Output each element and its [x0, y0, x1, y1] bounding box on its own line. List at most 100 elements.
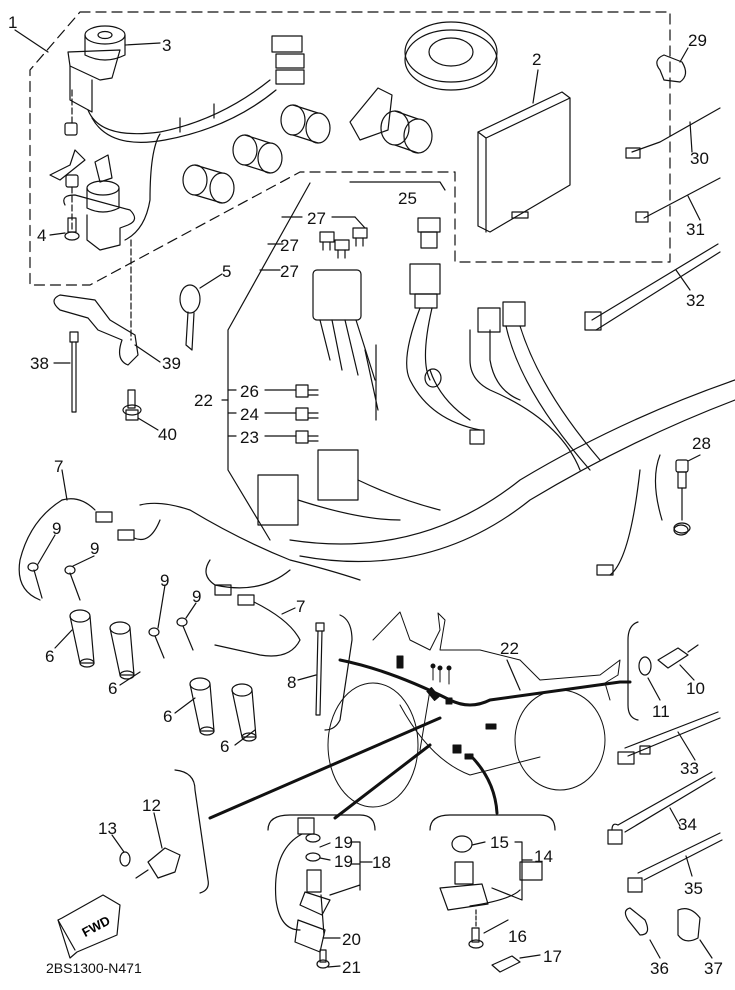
- callout-22a[interactable]: 22: [194, 391, 213, 410]
- lock-set-boundary: [29, 11, 671, 286]
- sensor-10-icon: [657, 644, 699, 669]
- leader-39: [134, 344, 161, 363]
- callout-4[interactable]: 4: [37, 226, 47, 245]
- callout-16[interactable]: 16: [508, 927, 527, 946]
- clamp-37-icon: [677, 908, 701, 942]
- callout-27a[interactable]: 27: [307, 209, 326, 228]
- leader-16: [483, 919, 509, 934]
- sensor-18-icon: [274, 817, 331, 936]
- callout-32[interactable]: 32: [686, 291, 705, 310]
- callout-18[interactable]: 18: [372, 853, 391, 872]
- band-33-icon: [617, 711, 721, 765]
- callout-27c[interactable]: 27: [280, 262, 299, 281]
- callout-21[interactable]: 21: [342, 958, 361, 977]
- band-30-icon: [625, 107, 721, 159]
- callout-22b[interactable]: 22: [500, 639, 519, 658]
- callout-39[interactable]: 39: [162, 354, 181, 373]
- callout-14[interactable]: 14: [534, 847, 553, 866]
- callout-25[interactable]: 25: [398, 189, 417, 208]
- callout-6c[interactable]: 6: [163, 707, 173, 726]
- bracket-39-icon: [53, 239, 139, 366]
- clamp-36-icon: [624, 907, 649, 936]
- fuse-block-boundary: [349, 181, 446, 191]
- leader-7b: [281, 607, 296, 615]
- fuse-26-icon: [295, 384, 319, 398]
- leader-21: [327, 965, 341, 968]
- key-icon: [179, 284, 201, 351]
- callout-15[interactable]: 15: [490, 833, 509, 852]
- callout-38[interactable]: 38: [30, 354, 49, 373]
- callout-8[interactable]: 8: [287, 673, 297, 692]
- fwd-label: FWD: [79, 913, 112, 940]
- inset-bracket-speed: [429, 814, 556, 831]
- seat-lock-icon: [349, 87, 433, 154]
- drawing-code: 2BS1300-N471: [46, 960, 142, 976]
- leader-30: [689, 121, 693, 153]
- leader-9b: [72, 555, 95, 567]
- band-35-icon: [627, 832, 723, 893]
- callout-9d[interactable]: 9: [192, 587, 202, 606]
- callout-7b[interactable]: 7: [296, 597, 306, 616]
- leader-10: [679, 664, 695, 681]
- fuse-cap-25-icon: [406, 217, 481, 431]
- callout-11[interactable]: 11: [652, 702, 670, 721]
- ecu-box-icon: [477, 91, 571, 233]
- motorcycle-outline-icon: [327, 611, 621, 808]
- callout-13[interactable]: 13: [98, 819, 117, 838]
- leader-35: [685, 855, 693, 877]
- leader-3: [124, 42, 161, 46]
- callout-3[interactable]: 3: [162, 36, 172, 55]
- band-31-icon: [635, 177, 721, 223]
- callout-23[interactable]: 23: [240, 428, 259, 447]
- callout-9b[interactable]: 9: [90, 539, 100, 558]
- callout-27b[interactable]: 27: [280, 236, 299, 255]
- callout-33[interactable]: 33: [680, 759, 699, 778]
- inset-bracket-left: [324, 614, 353, 731]
- callout-19b[interactable]: 19: [334, 852, 353, 871]
- callout-6d[interactable]: 6: [220, 737, 230, 756]
- callout-17[interactable]: 17: [543, 947, 562, 966]
- leader-29: [679, 47, 689, 63]
- callout-26[interactable]: 26: [240, 382, 259, 401]
- callout-9a[interactable]: 9: [52, 519, 62, 538]
- callout-6b[interactable]: 6: [108, 679, 118, 698]
- callout-40[interactable]: 40: [158, 425, 177, 444]
- band-38-icon: [69, 331, 79, 413]
- leader-7a: [61, 469, 68, 501]
- leader-9a: [37, 534, 56, 565]
- callout-6a[interactable]: 6: [45, 647, 55, 666]
- inset-bracket-gear: [267, 814, 376, 831]
- leader-6c: [174, 697, 196, 714]
- leader-32: [675, 269, 691, 291]
- callout-19a[interactable]: 19: [334, 833, 353, 852]
- leader-6a: [54, 629, 73, 649]
- callout-2[interactable]: 2: [532, 50, 542, 69]
- main-harness-icon: [289, 301, 735, 576]
- callout-30[interactable]: 30: [690, 149, 709, 168]
- callout-24[interactable]: 24: [240, 405, 259, 424]
- callout-35[interactable]: 35: [684, 879, 703, 898]
- bolt-9-icon: [27, 562, 194, 659]
- callout-36[interactable]: 36: [650, 959, 669, 978]
- callout-1[interactable]: 1: [8, 13, 18, 32]
- callout-31[interactable]: 31: [686, 220, 705, 239]
- callout-29[interactable]: 29: [688, 31, 707, 50]
- leader-2: [532, 69, 539, 104]
- callout-20[interactable]: 20: [342, 930, 361, 949]
- callout-9c[interactable]: 9: [160, 571, 170, 590]
- leader-31: [687, 195, 701, 221]
- coil-lead-7-icon: [18, 498, 361, 657]
- leader-13: [111, 834, 125, 853]
- callout-10[interactable]: 10: [686, 679, 705, 698]
- callout-5[interactable]: 5: [222, 262, 232, 281]
- callout-12[interactable]: 12: [142, 796, 161, 815]
- harness-routing: [208, 658, 632, 820]
- callout-34[interactable]: 34: [678, 815, 697, 834]
- band-32-icon: [584, 243, 721, 331]
- callout-28[interactable]: 28: [692, 434, 711, 453]
- callout-37[interactable]: 37: [704, 959, 723, 978]
- fuse-box-icon: [312, 269, 379, 421]
- bolt-4-icon: [64, 217, 80, 241]
- callout-7a[interactable]: 7: [54, 457, 64, 476]
